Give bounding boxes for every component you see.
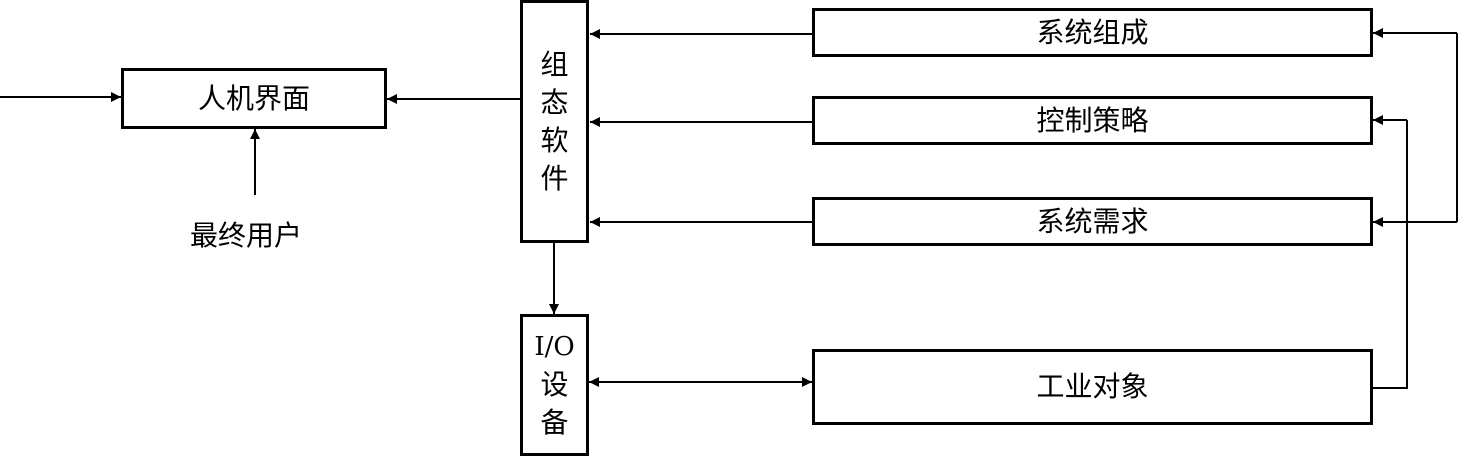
object-feedback-line (1373, 120, 1408, 389)
io-device-char-1: I/O (534, 332, 575, 362)
control-strategy-label: 控制策略 (1036, 103, 1149, 137)
end-user-label: 最终用户 (190, 219, 303, 252)
industrial-object-label: 工业对象 (1036, 370, 1149, 403)
system-requirements-box: 系统需求 (812, 197, 1373, 246)
system-requirements-label: 系统需求 (1036, 204, 1149, 238)
system-composition-box: 系统组成 (812, 8, 1373, 57)
config-software-char-2: 态 (540, 85, 569, 119)
control-strategy-box: 控制策略 (812, 96, 1373, 145)
io-device-box: I/O 设 备 (520, 314, 589, 456)
industrial-object-box: 工业对象 (812, 349, 1373, 425)
hmi-box: 人机界面 (121, 68, 387, 129)
config-software-char-3: 软 (540, 123, 569, 157)
config-software-char-4: 件 (540, 161, 569, 195)
config-software-box: 组 态 软 件 (520, 0, 589, 243)
io-device-char-2: 设 (540, 368, 569, 401)
hmi-label: 人机界面 (197, 81, 310, 115)
system-composition-label: 系统组成 (1036, 15, 1149, 49)
io-device-char-3: 备 (540, 406, 569, 439)
config-software-char-1: 组 (540, 47, 569, 81)
